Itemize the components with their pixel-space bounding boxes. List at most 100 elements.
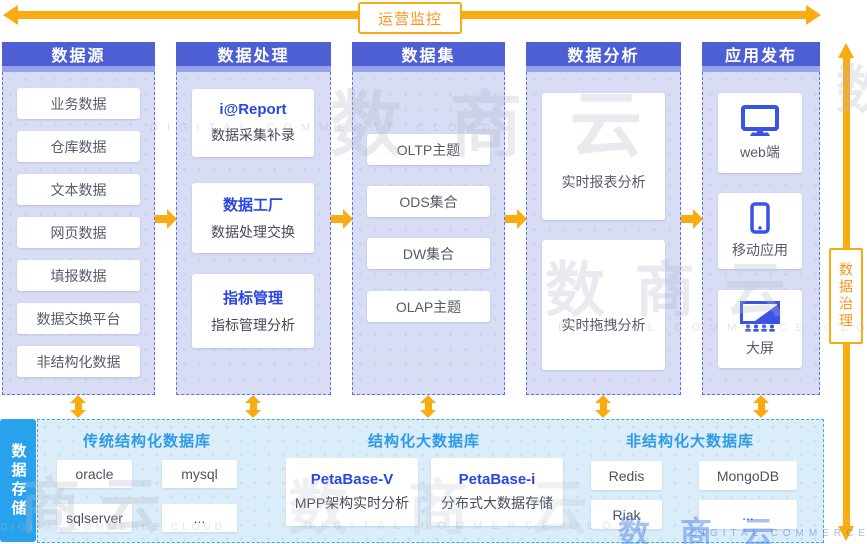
storage-group-title: 非结构化大数据库 (600, 430, 780, 450)
card-title: PetaBase-V (310, 471, 394, 488)
column-header: 数据集 (352, 42, 505, 72)
app-web: web端 (718, 93, 802, 173)
db-item: sqlserver (57, 504, 132, 532)
card-petabase-v: PetaBase-V MPP架构实时分析 (286, 458, 418, 526)
list-item: 非结构化数据 (17, 346, 140, 377)
db-item: mysql (162, 460, 237, 488)
card-subtitle: 指标管理分析 (211, 317, 295, 333)
card-subtitle: 数据采集补录 (211, 127, 295, 143)
group-title-label: 传统结构化数据库 (82, 432, 211, 450)
column-header: 数据分析 (526, 42, 681, 72)
db-label: mysql (181, 466, 218, 482)
app-label: 移动应用 (732, 242, 788, 258)
db-label: MongoDB (716, 467, 780, 484)
item-label: 网页数据 (50, 224, 107, 241)
group-title-label: 非结构化大数据库 (625, 432, 754, 450)
db-label: ... (742, 506, 754, 523)
item-label: 数据交换平台 (36, 310, 121, 327)
list-item: 文本数据 (17, 174, 140, 205)
list-item: OLTP主题 (367, 134, 490, 165)
list-item: 数据交换平台 (17, 303, 140, 334)
arrow-up-icon (838, 43, 854, 58)
panel-realtime-dragdrop: 实时拖拽分析 (542, 240, 665, 370)
app-bigscreen: 大屏 (718, 290, 802, 368)
item-label: DW集合 (402, 245, 455, 262)
data-storage-label: 数据存储 (0, 419, 36, 542)
smartphone-icon (750, 202, 770, 234)
item-label: 文本数据 (50, 181, 107, 198)
data-storage-label-text: 数据存储 (9, 442, 27, 519)
column-header-label: 数据集 (401, 48, 456, 65)
card-title: 数据工厂 (222, 197, 283, 214)
card-subtitle: 数据处理交换 (211, 224, 295, 240)
card-subtitle: MPP架构实时分析 (294, 495, 410, 511)
item-label: OLTP主题 (396, 141, 461, 158)
card-subtitle: 分布式大数据存储 (441, 495, 553, 511)
card-title: 指标管理 (222, 290, 283, 307)
column-data-analysis: 数据分析 实时报表分析 实时拖拽分析 (526, 42, 681, 395)
app-label: 大屏 (746, 339, 774, 356)
storage-link-arrow-icon (70, 395, 86, 418)
db-item: MongoDB (699, 461, 797, 490)
db-item: ... (162, 504, 237, 532)
list-item: 网页数据 (17, 217, 140, 248)
card-ireport: i@Report 数据采集补录 (192, 89, 314, 157)
data-governance-label: 数据治理 (838, 262, 854, 330)
storage-link-arrow-icon (245, 395, 261, 418)
column-body (352, 72, 505, 395)
app-mobile: 移动应用 (718, 193, 802, 269)
data-governance-badge: 数据治理 (829, 248, 863, 344)
panel-label: 实时拖拽分析 (561, 317, 646, 333)
card-petabase-i: PetaBase-i 分布式大数据存储 (431, 458, 563, 526)
arrow-right-icon (806, 5, 821, 25)
list-item: 填报数据 (17, 260, 140, 291)
list-item: OLAP主题 (367, 291, 490, 322)
storage-link-arrow-icon (753, 395, 769, 418)
flow-arrow-icon (681, 209, 703, 229)
flow-arrow-icon (331, 209, 353, 229)
card-title: PetaBase-i (458, 471, 536, 488)
db-item: oracle (57, 460, 132, 488)
arrow-left-icon (3, 5, 18, 25)
group-title-label: 结构化大数据库 (367, 432, 480, 450)
flow-arrow-icon (155, 209, 177, 229)
item-label: 填报数据 (50, 267, 107, 284)
large-screen-icon (740, 300, 780, 332)
list-item: 仓库数据 (17, 131, 140, 162)
card-title: i@Report (219, 101, 287, 118)
column-header: 数据源 (2, 42, 155, 72)
storage-link-arrow-icon (595, 395, 611, 418)
monitor-icon (741, 104, 779, 136)
list-item: ODS集合 (367, 186, 490, 217)
card-data-factory: 数据工厂 数据处理交换 (192, 183, 314, 253)
panel-label: 实时报表分析 (561, 174, 646, 190)
ops-monitor-badge: 运营监控 (358, 2, 462, 34)
panel-realtime-report: 实时报表分析 (542, 93, 665, 220)
column-header: 应用发布 (702, 42, 820, 72)
column-header-label: 数据源 (51, 48, 106, 65)
card-metric-management: 指标管理 指标管理分析 (192, 274, 314, 348)
db-label: oracle (75, 466, 114, 482)
db-item: Riak (591, 500, 662, 529)
column-header-label: 数据处理 (217, 48, 290, 65)
flow-arrow-icon (505, 209, 527, 229)
item-label: 业务数据 (50, 95, 107, 112)
item-label: OLAP主题 (395, 298, 462, 315)
watermark-brand: 数商云 (836, 62, 867, 120)
db-label: Redis (608, 467, 645, 484)
db-item: Redis (591, 461, 662, 490)
watermark: 数商云 (836, 48, 867, 123)
list-item: 业务数据 (17, 88, 140, 119)
column-data-sources: 数据源 业务数据 仓库数据 文本数据 网页数据 填报数据 数据交换平台 非结构化… (2, 42, 155, 395)
db-label: Riak (612, 506, 641, 523)
item-label: 非结构化数据 (36, 353, 121, 370)
column-header-label: 应用发布 (724, 48, 797, 65)
storage-group-title: 结构化大数据库 (334, 430, 514, 450)
list-item: DW集合 (367, 238, 490, 269)
db-label: ... (193, 510, 206, 526)
storage-link-arrow-icon (420, 395, 436, 418)
column-header: 数据处理 (176, 42, 331, 72)
column-app-publishing: 应用发布 web端 移动应用 (702, 42, 820, 395)
db-item: ... (699, 500, 797, 529)
